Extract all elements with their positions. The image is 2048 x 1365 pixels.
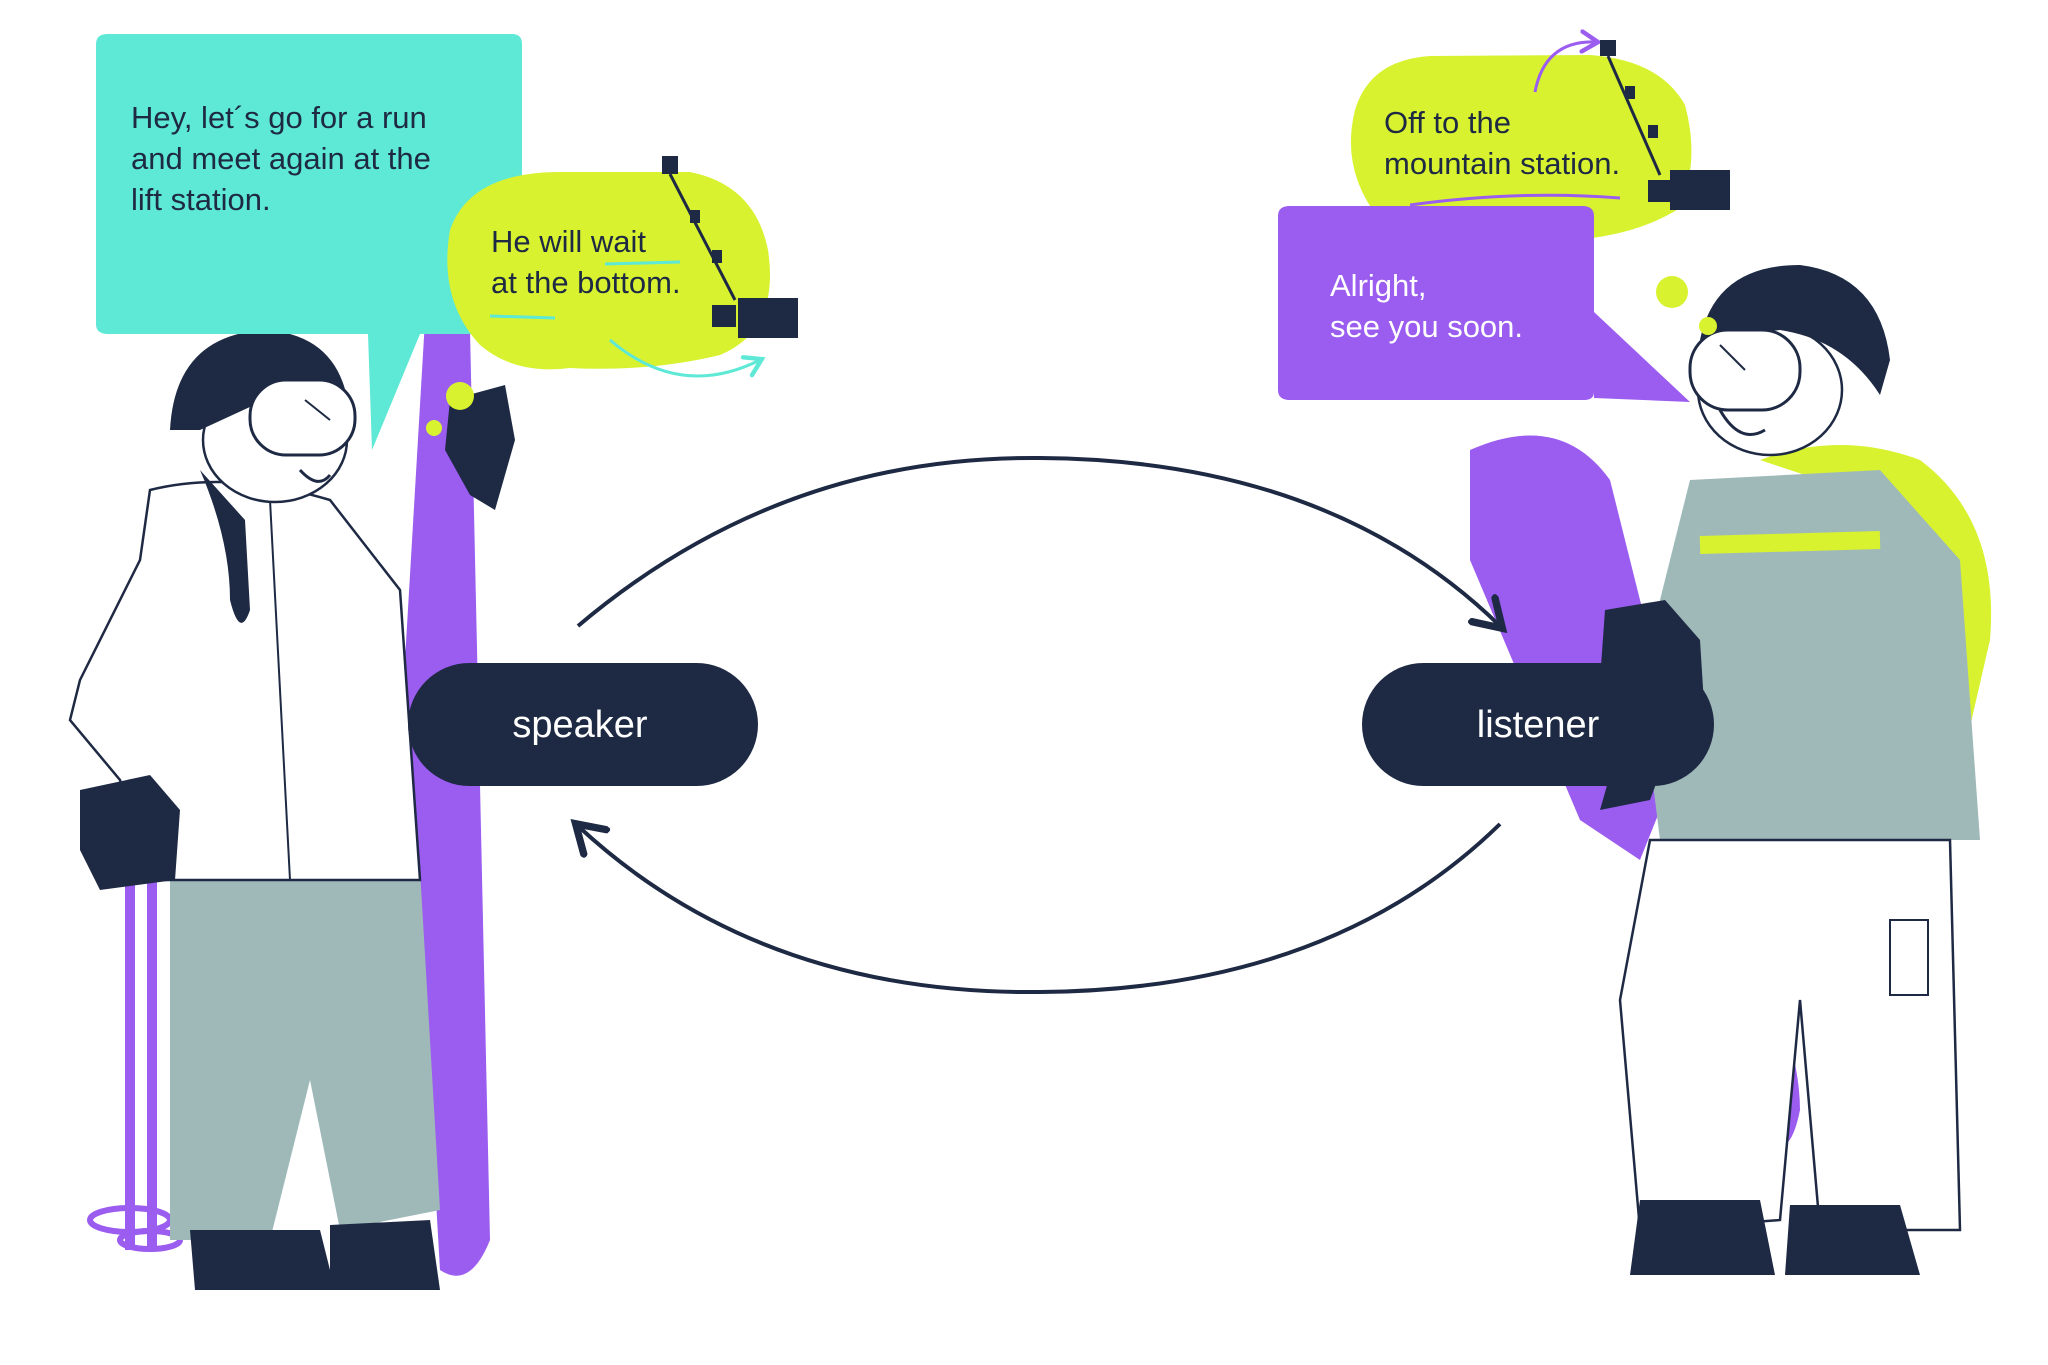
listener-speech-line-1: Alright, (1330, 268, 1426, 303)
speaker-speech-line-2: and meet again at the (131, 141, 431, 176)
listener-to-speaker-arrow (578, 824, 1502, 995)
listener-thought-line-2: mountain station. (1384, 146, 1620, 181)
speaker-thought-line-2: at the bottom. (491, 265, 681, 300)
skier-illustration (68, 312, 515, 1290)
speaker-pill: speaker (408, 663, 758, 786)
listener-speech-bubble: Alright, see you soon. (1278, 206, 1690, 402)
listener-thought-bubble: Off to the mountain station. (1350, 40, 1730, 335)
speaker-thought-bubble: He will wait at the bottom. (426, 156, 798, 436)
listener-pill: listener (1362, 663, 1714, 786)
speaker-thought-line-1: He will wait (491, 224, 646, 259)
cable-car-icon (1600, 40, 1730, 210)
speaker-label: speaker (512, 704, 648, 746)
listener-label: listener (1477, 704, 1600, 746)
speaker-speech-bubble: Hey, let´s go for a run and meet again a… (96, 34, 522, 450)
speaker-to-listener-arrow (576, 455, 1500, 626)
listener-speech-line-2: see you soon. (1330, 309, 1523, 344)
speaker-speech-line-3: lift station. (131, 182, 271, 217)
speaker-speech-line-1: Hey, let´s go for a run (131, 100, 427, 135)
listener-thought-line-1: Off to the (1384, 105, 1511, 140)
cable-car-icon (662, 156, 798, 338)
